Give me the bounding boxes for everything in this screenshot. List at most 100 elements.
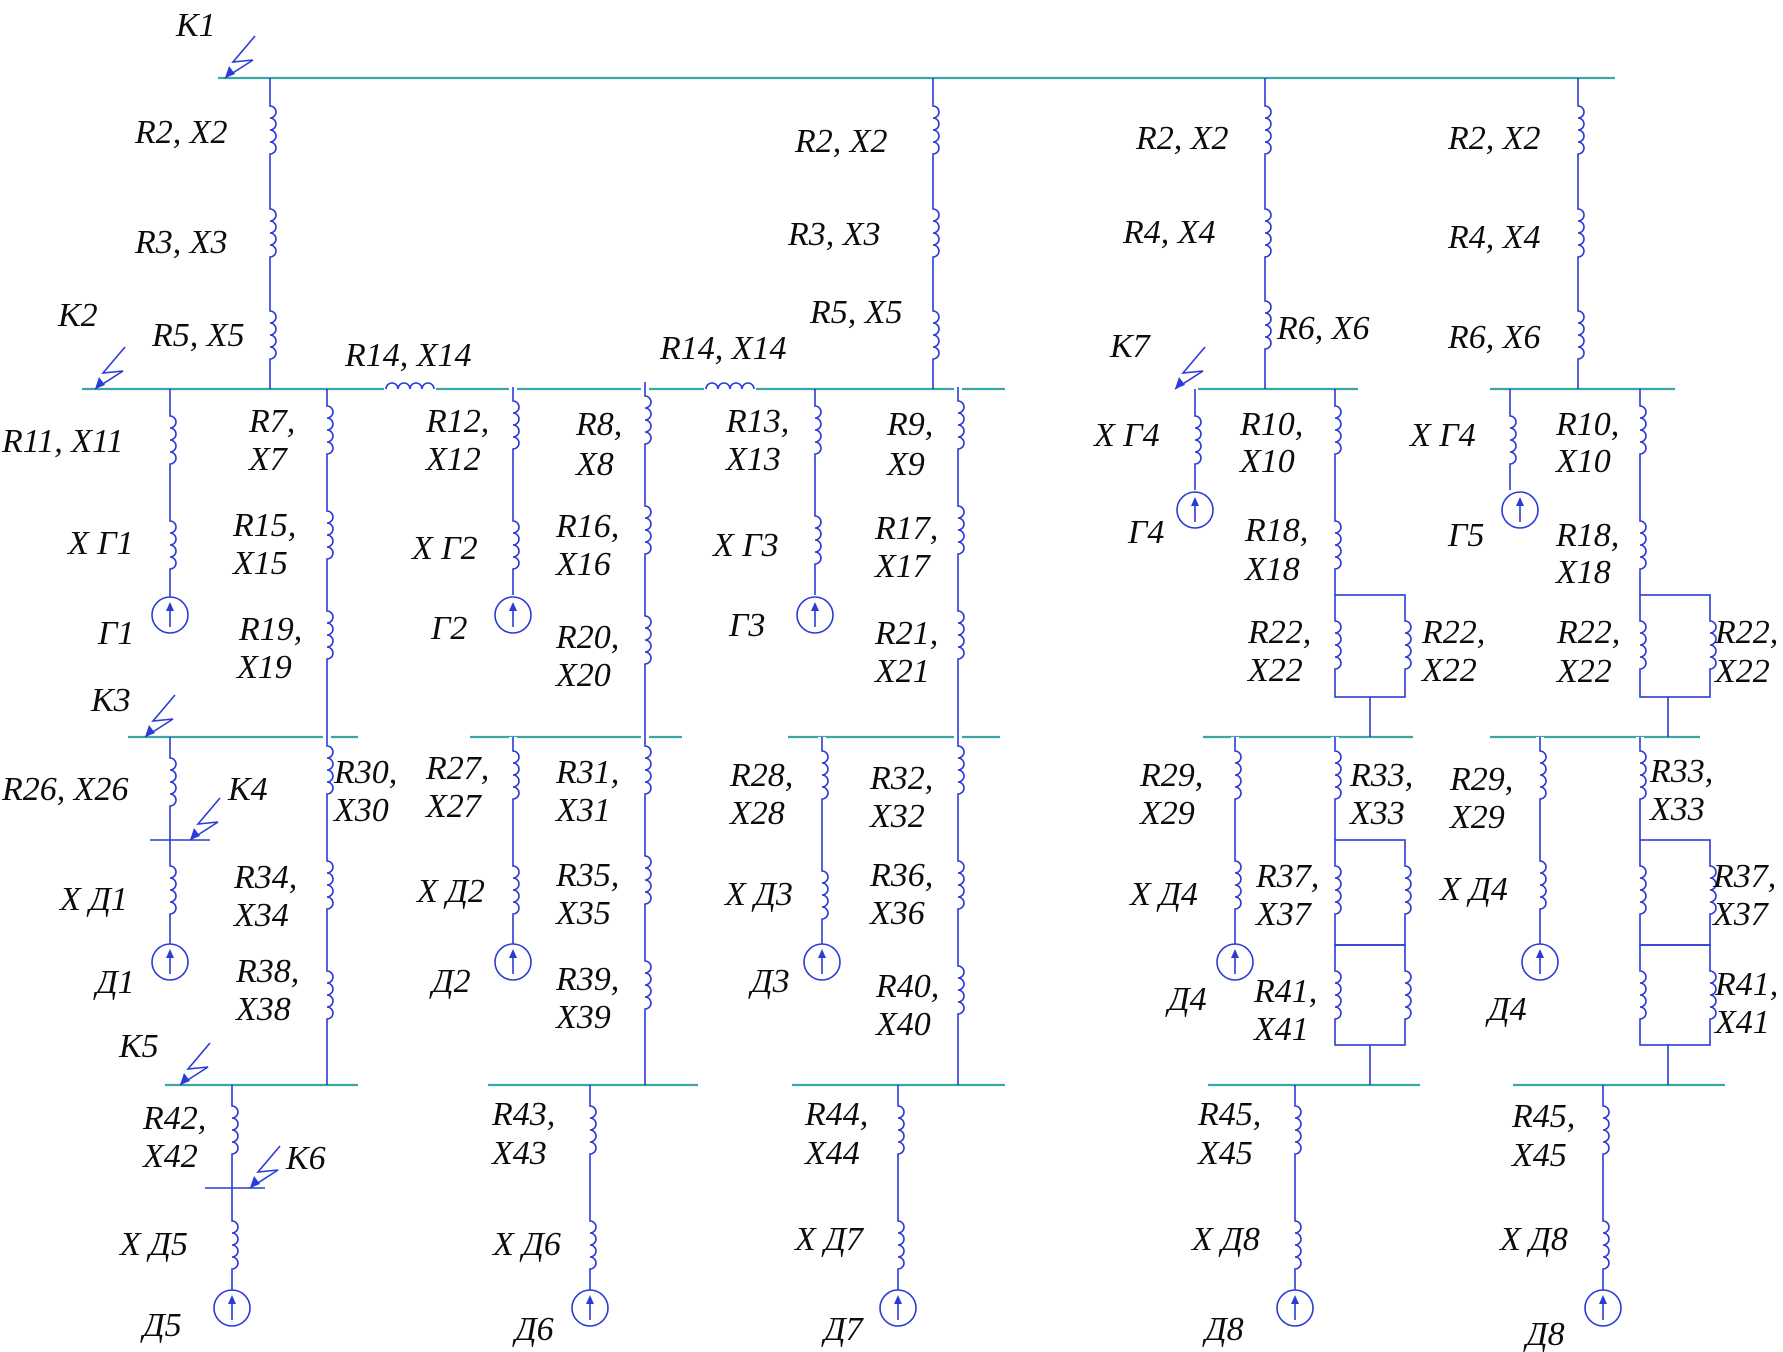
- element-label: X35: [554, 895, 611, 932]
- element-label: Г5: [1447, 517, 1484, 554]
- fault-label: К2: [57, 297, 98, 334]
- fault-arrow-icon: [190, 828, 200, 840]
- element-label: R18,: [1555, 517, 1619, 554]
- element-label: R8,: [575, 406, 622, 443]
- element-label: X37: [1254, 896, 1313, 933]
- inductor-coil: [169, 507, 177, 583]
- element-label: X38: [234, 991, 291, 1028]
- element-label: R22,: [1556, 614, 1620, 651]
- source-circle-icon: [494, 943, 532, 981]
- inductor-coil: [644, 602, 652, 678]
- fault-arrow-icon: [180, 1073, 190, 1085]
- element-label: X41: [1252, 1011, 1309, 1048]
- element-label: Д8: [1202, 1311, 1244, 1348]
- element-label: R28,: [729, 757, 793, 794]
- element-label: X41: [1713, 1004, 1770, 1041]
- inductor-coil: [821, 737, 829, 813]
- inductor-coil: [932, 195, 940, 271]
- inductor-coil: [814, 392, 822, 468]
- inductor-coil: [1194, 402, 1202, 478]
- element-label: R35,: [555, 857, 619, 894]
- element-label: R7,: [248, 403, 295, 440]
- parallel-branch: [1639, 594, 1711, 698]
- inductor-coil: [957, 847, 965, 923]
- inductor-coil: [957, 597, 965, 673]
- element-label: X40: [874, 1006, 931, 1043]
- fault-arrow-icon: [1175, 377, 1185, 389]
- element-label: R27,: [425, 750, 489, 787]
- element-label: R22,: [1421, 614, 1485, 651]
- element-label: R37,: [1712, 858, 1776, 895]
- inductor-coil: [1639, 507, 1647, 583]
- inductor-coil: [326, 732, 334, 808]
- element-label: R39,: [555, 961, 619, 998]
- inductor-coil: [1509, 402, 1517, 478]
- element-label: X17: [873, 548, 932, 585]
- element-label: Д6: [512, 1311, 554, 1348]
- element-label: X Д7: [793, 1221, 865, 1258]
- element-label: R36,: [869, 857, 933, 894]
- fault-label: К1: [175, 7, 216, 44]
- inductor-coil: [1709, 607, 1717, 683]
- element-label: Г3: [728, 607, 765, 644]
- parallel-branch: [1334, 594, 1406, 698]
- element-label: X Г3: [711, 527, 779, 564]
- element-label: X12: [424, 441, 481, 478]
- element-label: X34: [232, 897, 289, 934]
- inductor-coil: [644, 492, 652, 568]
- element-label: R44,: [804, 1096, 868, 1133]
- element-label: R29,: [1449, 761, 1513, 798]
- fault-arrow-icon: [250, 1176, 260, 1188]
- inductor-coil: [1539, 737, 1547, 813]
- element-label: R29,: [1139, 757, 1203, 794]
- inductor-coil: [932, 92, 940, 168]
- source-circle-icon: [796, 596, 834, 634]
- element-label: R30,: [333, 754, 397, 791]
- inductor-coil: [1639, 392, 1647, 468]
- element-label: R21,: [874, 615, 938, 652]
- element-label: R2, X2: [134, 114, 228, 151]
- fault-label: К5: [118, 1028, 159, 1065]
- element-label: R26, X26: [1, 771, 129, 808]
- inductor-coil: [1709, 957, 1717, 1033]
- source-circle-icon: [1176, 491, 1214, 529]
- source-circle-icon: [151, 596, 189, 634]
- element-label: Д2: [429, 963, 471, 1000]
- inductor-coil: [957, 492, 965, 568]
- element-label: Д4: [1165, 981, 1207, 1018]
- inductor-coil: [1294, 1207, 1302, 1283]
- element-label: R11, X11: [1, 423, 124, 460]
- inductor-coil: [644, 732, 652, 808]
- fault-lightning-icon: [249, 1145, 281, 1189]
- inductor-coil: [512, 737, 520, 813]
- source-circle-icon: [879, 1289, 917, 1327]
- element-label: X20: [554, 657, 611, 694]
- inductor-coil: [1404, 852, 1412, 928]
- element-label: X19: [235, 649, 292, 686]
- element-label: R3, X3: [134, 224, 228, 261]
- inductor-coil: [1577, 297, 1585, 373]
- element-label: R16,: [555, 508, 619, 545]
- inductor-coil: [326, 497, 334, 573]
- element-label: R4, X4: [1122, 214, 1216, 251]
- inductor-coil: [932, 297, 940, 373]
- inductor-coil: [957, 387, 965, 463]
- fault-markers: [94, 35, 1206, 1189]
- fault-label: К4: [227, 771, 268, 808]
- inductor-coil: [512, 507, 520, 583]
- element-label: R14, X14: [344, 337, 472, 374]
- element-label: X Д8: [1190, 1221, 1260, 1258]
- element-label: X36: [868, 895, 925, 932]
- source-circle-icon: [1521, 943, 1559, 981]
- inductor-coil: [1334, 737, 1342, 813]
- inductor-coil: [897, 1092, 905, 1168]
- source-circle-icon: [151, 943, 189, 981]
- element-label: R6, X6: [1447, 319, 1541, 356]
- source-circle-icon: [1501, 491, 1539, 529]
- sources: [151, 491, 1622, 1327]
- element-label: Д8: [1523, 1316, 1565, 1352]
- element-label: R20,: [555, 619, 619, 656]
- element-label: R9,: [886, 406, 933, 443]
